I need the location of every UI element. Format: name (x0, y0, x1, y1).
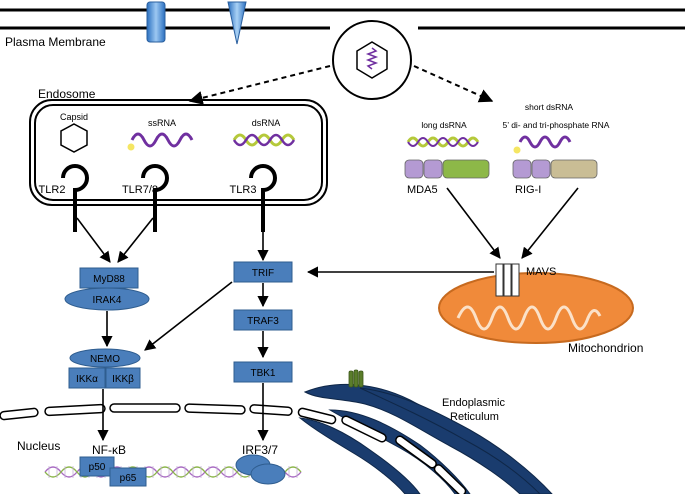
phosphate-cap-icon (513, 146, 521, 154)
long-dsrna-green-strand (406, 136, 480, 148)
endosome-label: Endosome (38, 87, 96, 101)
er-channel-icon (348, 369, 364, 388)
rigi-protein (512, 159, 598, 179)
mavs-label: MAVS (526, 266, 556, 278)
ssrna-icon (130, 132, 194, 148)
myd88-label: MyD88 (93, 274, 125, 285)
er-label-line1: Endoplasmic (442, 397, 505, 409)
phosphate-rna-label: 5’ di- and tri-phosphate RNA (503, 120, 610, 130)
capsid-icon (60, 123, 88, 153)
irak4-label: IRAK4 (93, 295, 122, 306)
virus-capsid-icon (356, 41, 388, 79)
phosphate-rna-icon (518, 135, 572, 149)
traf3-label: TRAF3 (247, 316, 279, 327)
nuclear-envelope (0, 403, 467, 496)
ikkb-box (105, 367, 141, 389)
ikka-box (68, 367, 106, 389)
irak4-ellipse (64, 287, 150, 311)
nemo-ellipse (69, 348, 141, 368)
irf-monomer-2 (250, 463, 286, 485)
dsrna-label: dsRNA (252, 118, 281, 128)
tlr3-receptor-icon (249, 164, 277, 232)
ikkb-label: IKKβ (112, 374, 134, 385)
mitochondrion (438, 272, 634, 344)
dsrna-purple-strand (232, 133, 296, 147)
arrow-virus-to-cytosol (413, 65, 494, 103)
mavs-protein-icon (495, 263, 520, 297)
p50-label: p50 (89, 462, 106, 473)
short-dsrna-label: short dsRNA (525, 102, 574, 112)
nemo-label: NEMO (90, 354, 120, 365)
capsid-label: Capsid (60, 112, 88, 122)
tlr2-receptor-icon (61, 164, 89, 232)
nucleus-label: Nucleus (17, 439, 60, 453)
rigi-label: RIG-I (515, 184, 541, 196)
tlr3-label: TLR3 (230, 184, 257, 196)
membrane-receptor-icon (227, 1, 247, 45)
p50-box (79, 456, 115, 477)
tlr2-label: TLR2 (39, 184, 66, 196)
er-label-line2: Reticulum (450, 411, 499, 423)
ssrna-label: ssRNA (148, 118, 176, 128)
endoplasmic-reticulum (298, 383, 554, 495)
p65-box (109, 467, 147, 487)
ssrna-cap-icon (127, 143, 135, 151)
tbk1-label: TBK1 (250, 368, 275, 379)
trif-box (233, 261, 293, 283)
tlr78-receptor-icon (141, 164, 169, 232)
mitochondrion-label: Mitochondrion (568, 341, 643, 355)
viral-rna-icon (365, 47, 379, 70)
nfkb-label: NF-κB (92, 443, 126, 457)
ikka-label: IKKα (76, 374, 98, 385)
plasma-membrane (0, 1, 685, 45)
long-dsrna-label: long dsRNA (421, 120, 467, 130)
p65-label: p65 (120, 473, 137, 484)
traf3-box (233, 309, 293, 331)
long-dsrna-purple-strand (407, 137, 479, 147)
virus-particle (332, 20, 412, 100)
membrane-channel-icon (146, 1, 166, 43)
arrow-virus-to-endosome (188, 65, 331, 105)
arrow-tlr2-to-myd88 (76, 217, 111, 263)
dsrna-green-strand (232, 133, 296, 147)
arrow-mda5-to-mavs (446, 187, 501, 259)
plasma-membrane-label: Plasma Membrane (5, 35, 106, 49)
arrow-rigi-to-mavs (521, 187, 579, 259)
tlr78-label: TLR7/8 (122, 184, 158, 196)
tbk1-box (233, 361, 293, 383)
arrow-trif-to-nemo (144, 281, 233, 351)
arrow-tlr78-to-myd88 (117, 217, 154, 263)
mda5-protein (404, 159, 490, 179)
irf37-label: IRF3/7 (242, 443, 278, 457)
mda5-label: MDA5 (407, 184, 438, 196)
endosome (29, 99, 328, 206)
trif-label: TRIF (252, 268, 274, 279)
